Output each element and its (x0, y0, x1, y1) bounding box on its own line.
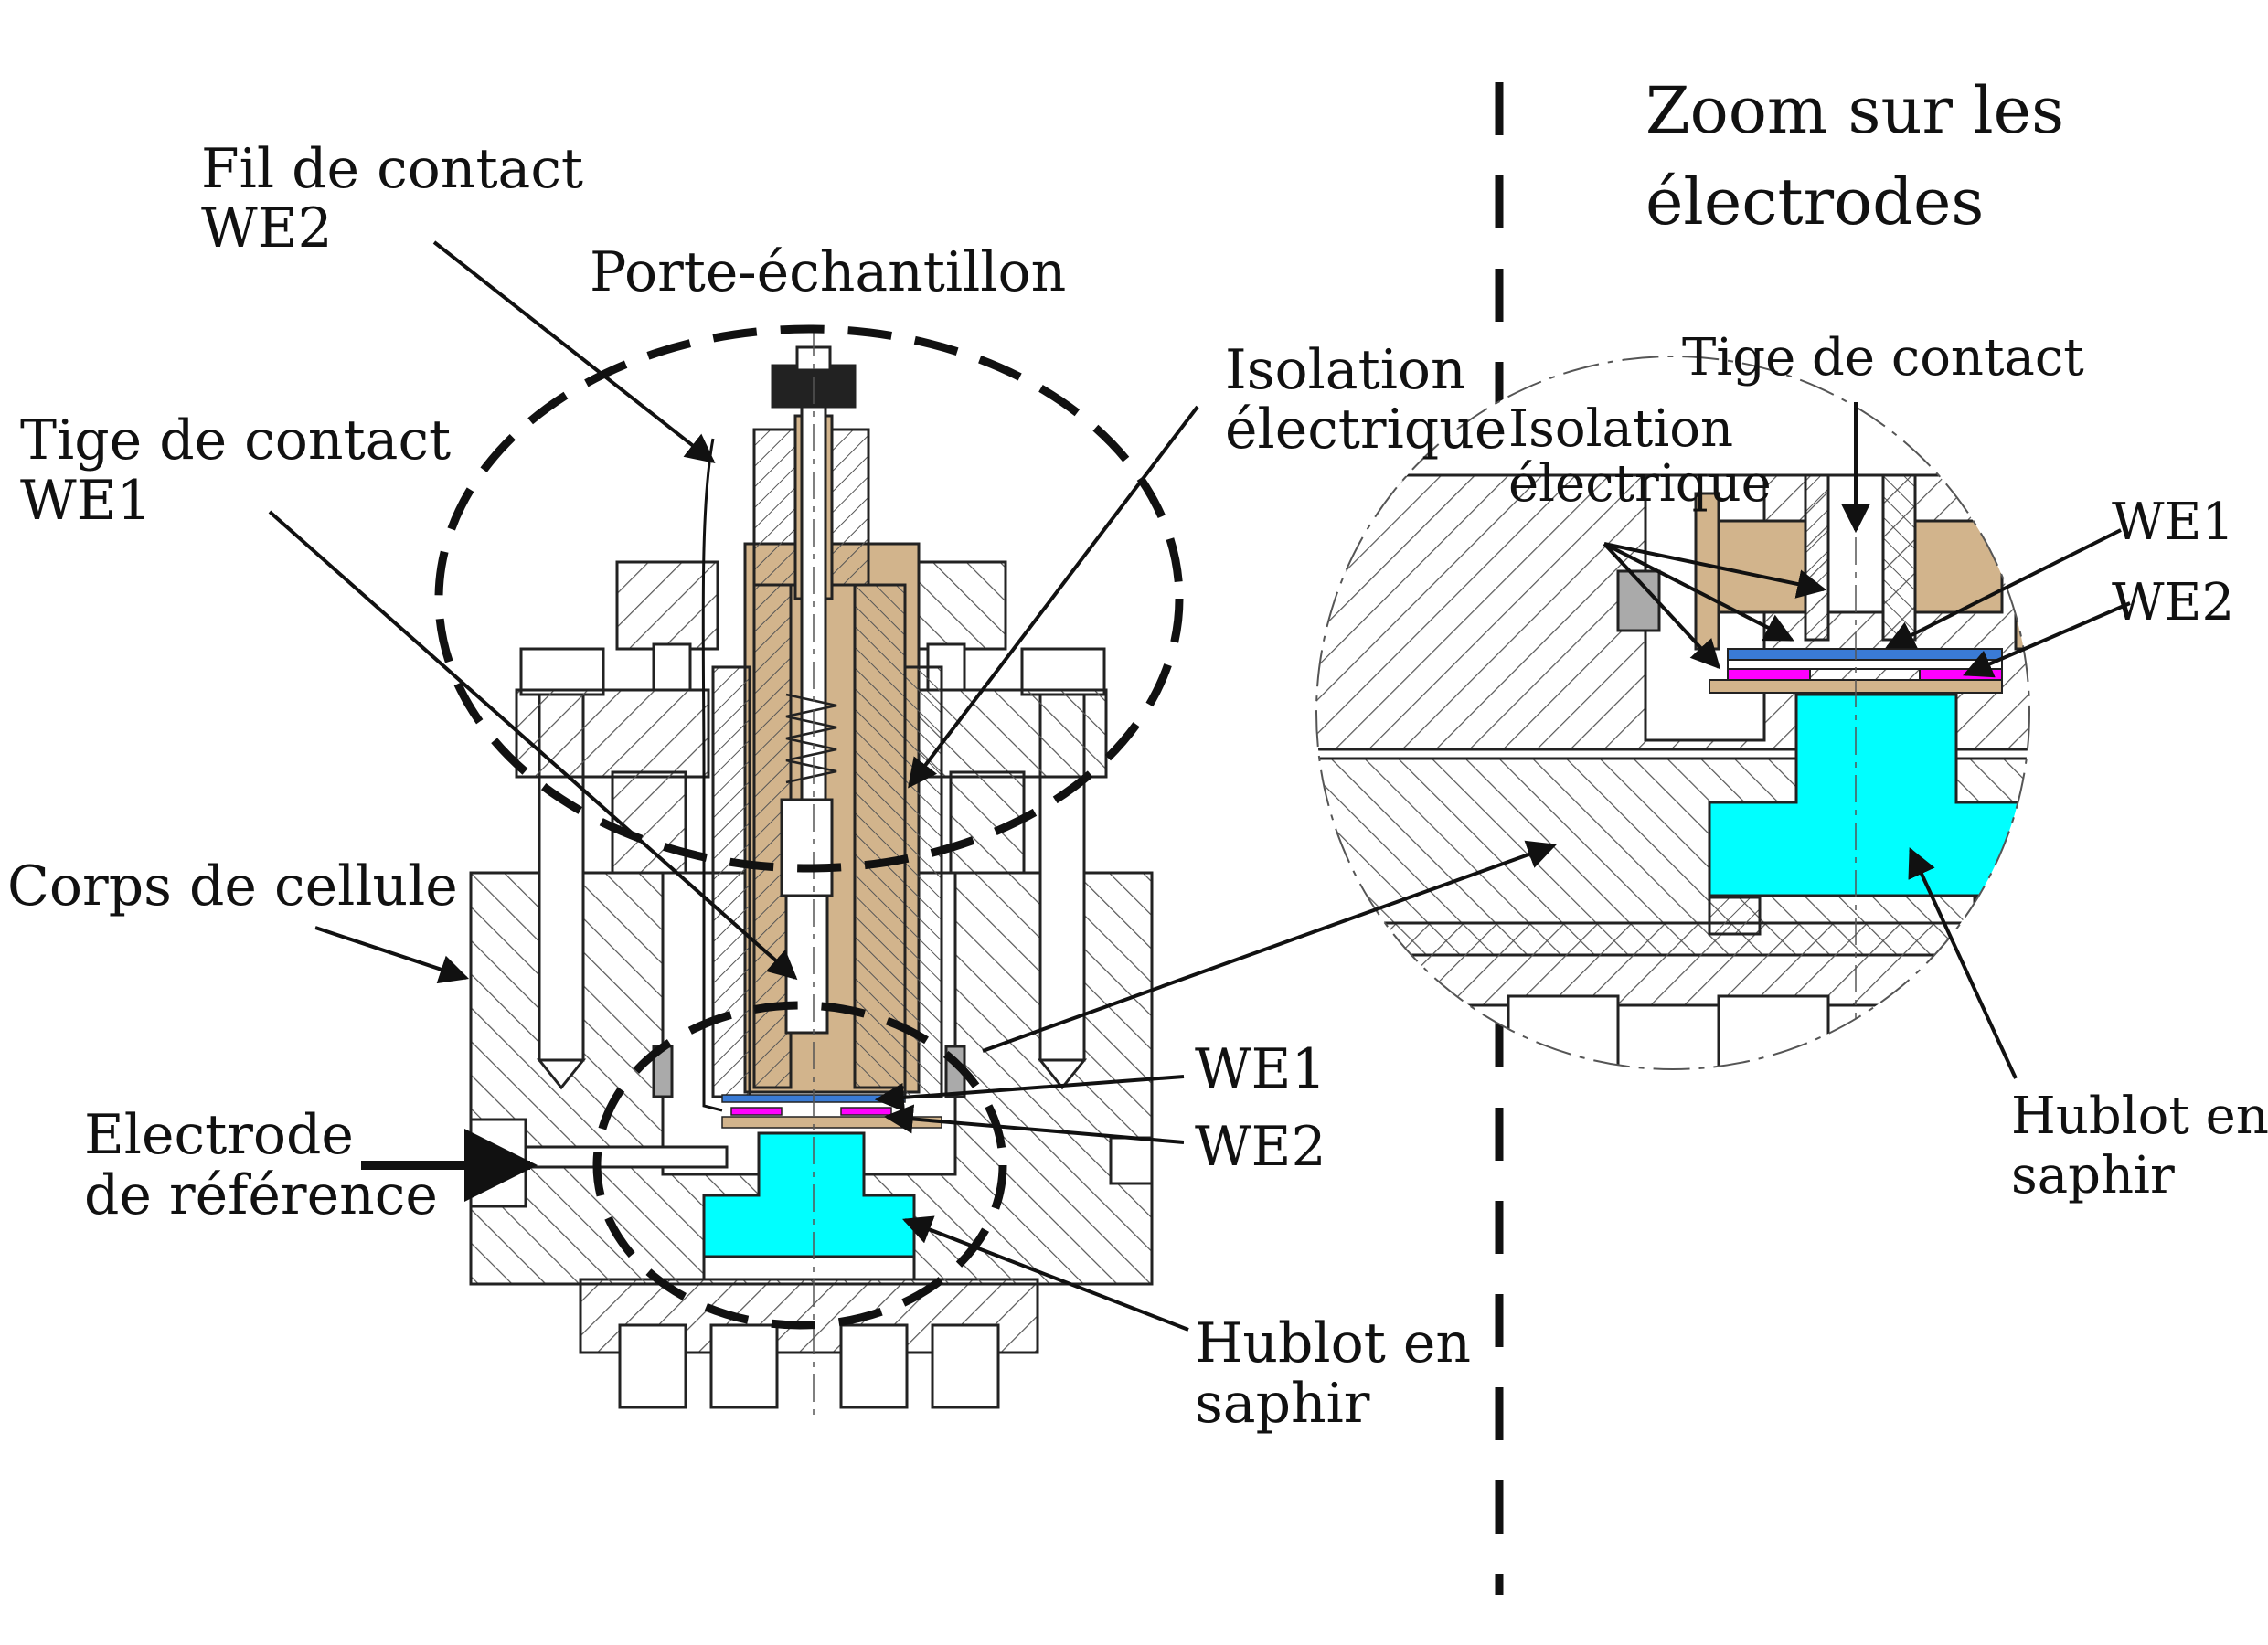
arrow-zoom-isolation-a (1603, 542, 1827, 599)
lid-inner-left (611, 770, 687, 875)
zoom-screw (1717, 994, 1830, 1069)
arrow-zoom-isolation-c (1603, 542, 1721, 670)
label-we2: WE2 (1195, 1115, 1326, 1179)
label-tige-contact-1: Tige de contact (20, 409, 451, 472)
zoom-label-isolation-2: électrique (1508, 454, 1772, 514)
zoom-detail (1316, 356, 2029, 1069)
label-porte-echantillon: Porte-échantillon (590, 240, 1066, 304)
zoom-window-seal-r (1973, 896, 2029, 936)
electrode-zone-highlight (592, 1001, 1007, 1330)
label-electrode-ref-1: Electrode (84, 1103, 354, 1167)
bottom-screw (931, 1323, 1000, 1409)
arrow-we2 (883, 1104, 1185, 1144)
label-electrode-ref-2: de référence (84, 1163, 438, 1227)
zoom-white-layer (1727, 659, 2003, 670)
label-we1: WE1 (1195, 1037, 1326, 1101)
plunger (780, 798, 834, 897)
zoom-sapphire-window (1708, 693, 2029, 897)
bottom-screw (709, 1323, 779, 1409)
zoom-title-1: Zoom sur les (1645, 73, 2064, 148)
arrow-zoom-we2 (1963, 601, 2131, 678)
label-isolation-2: électrique (1225, 398, 1507, 462)
zoom-we2-right (1919, 668, 2003, 681)
arrow-tige-contact (268, 510, 798, 981)
lid-left (515, 688, 710, 779)
label-isolation-1: Isolation (1225, 338, 1466, 402)
side-bolt-left-head (519, 647, 605, 696)
reference-plug (1109, 1136, 1154, 1185)
arrow-zoom-we1 (1885, 528, 2122, 649)
label-corps-cellule: Corps de cellule (7, 854, 458, 918)
arrow-fil-contact (432, 240, 716, 463)
zoom-label-we1: WE1 (2112, 493, 2234, 552)
cell-assembly (469, 329, 1154, 1417)
zoom-label-tige: Tige de contact (1682, 328, 2084, 387)
arrow-hublot (902, 1215, 1189, 1332)
zoom-label-hublot-2: saphir (2011, 1146, 2175, 1205)
zoom-label-hublot-1: Hublot en (2011, 1087, 2268, 1146)
zoom-we2-left (1727, 668, 1811, 681)
zoom-insulation-sleeve-l (1694, 492, 1720, 651)
arrow-isolation (908, 405, 1199, 789)
insulation-sleeve-left-wall (711, 665, 751, 1098)
window-seal (702, 1255, 916, 1281)
plunger-tip (784, 894, 829, 1035)
zoom-hatch-r (1881, 473, 1917, 642)
zoom-screw (1507, 994, 1620, 1069)
arrow-we1 (874, 1075, 1185, 1112)
leader-arrows (268, 240, 2131, 1332)
arrow-zoom-hublot (1908, 847, 2018, 1079)
bottom-screw (839, 1323, 909, 1409)
side-bolt-right-head (1020, 647, 1106, 696)
zoom-insulation-top-r (1913, 519, 2004, 614)
zoom-hatch-l (1804, 473, 1830, 642)
label-fil-contact-1: Fil de contact (201, 137, 583, 201)
porte-echantillon-highlight (434, 324, 1184, 873)
we2-layer-left (730, 1107, 783, 1116)
zoom-lower-plate (1316, 921, 2029, 1007)
side-bolt-right-tip (1037, 1058, 1088, 1090)
zoom-circle-outline (1315, 356, 2030, 1070)
label-fil-contact-2: WE2 (201, 196, 333, 260)
we2-contact-wire (701, 438, 723, 1112)
insulation-sleeve-right-wall (903, 665, 943, 1098)
arrow-zoom-isolation-b (1603, 542, 1794, 642)
zoom-label-isolation-1: Isolation (1508, 399, 1733, 459)
label-hublot-2: saphir (1195, 1372, 1370, 1436)
label-tige-contact-2: WE1 (20, 469, 152, 533)
spring (785, 693, 837, 784)
arrow-zoom (982, 840, 1558, 1053)
holder-body-right (853, 583, 907, 1089)
label-hublot-1: Hublot en (1195, 1311, 1471, 1375)
arrow-corps-cellule (314, 926, 470, 984)
zoom-label-we2: WE2 (2112, 573, 2234, 632)
clamp-nut-left (615, 560, 719, 651)
we2-layer-right (840, 1107, 892, 1116)
bottom-screw (618, 1323, 687, 1409)
zoom-insulation-top-l (1717, 519, 1807, 614)
clamp-nut-stem (652, 642, 692, 692)
zoom-we1-layer (1727, 648, 2003, 661)
zoom-window-seal-l (1708, 896, 1762, 936)
zoom-title-2: électrodes (1645, 164, 1984, 239)
side-bolt-left-tip (536, 1058, 587, 1090)
